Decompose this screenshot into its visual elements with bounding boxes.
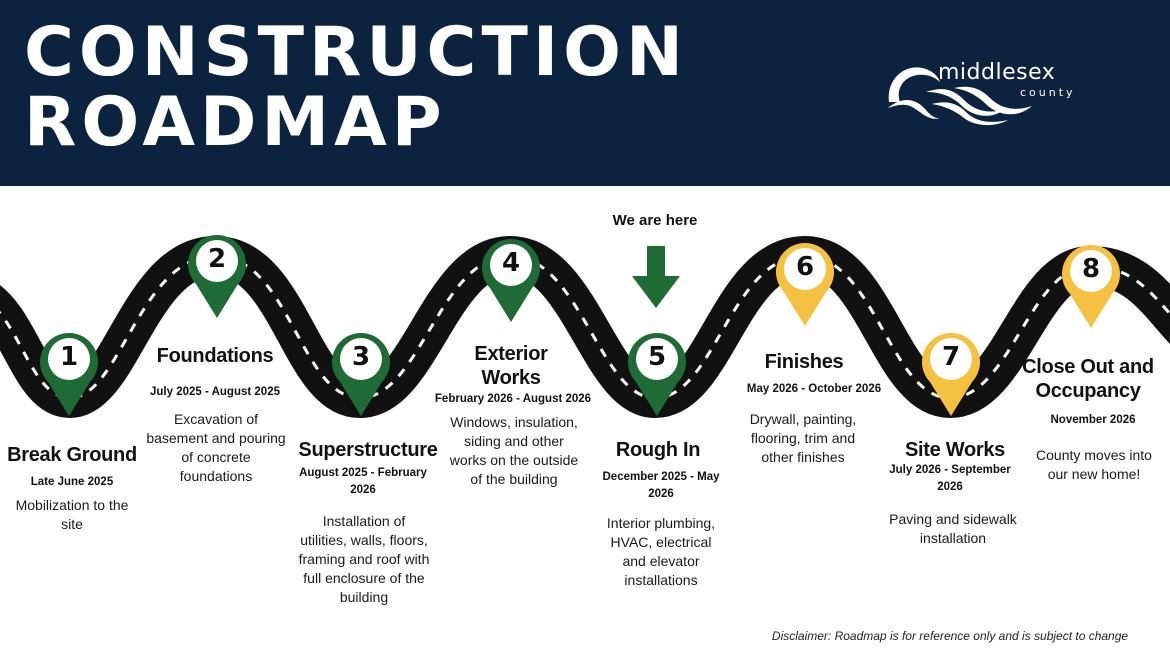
step-8-title: Close Out and Occupancy bbox=[1022, 356, 1154, 402]
step-6-title: Finishes bbox=[764, 351, 844, 373]
step-7-pin-icon: 7 bbox=[920, 330, 982, 416]
county-logo: middlesex county bbox=[884, 58, 1104, 128]
step-8-description: County moves into our new home! bbox=[1036, 447, 1152, 482]
logo-subtitle: county bbox=[1020, 86, 1076, 99]
step-2-description: Excavation of basement and pouring of co… bbox=[146, 411, 286, 484]
step-5-pin-icon: 5 bbox=[626, 330, 688, 416]
step-8-pin-icon: 8 bbox=[1060, 242, 1122, 328]
step-4-description: Windows, insulation, siding and other wo… bbox=[449, 414, 579, 487]
step-6-description: Drywall, painting, flooring, trim and ot… bbox=[749, 411, 857, 465]
step-5-title: Rough In bbox=[615, 439, 701, 461]
step-3-pin-icon: 3 bbox=[330, 330, 392, 416]
step-5-description: Interior plumbing, HVAC, electrical and … bbox=[606, 515, 716, 588]
step-number: 3 bbox=[351, 342, 371, 372]
step-7-title: Site Works bbox=[905, 439, 1005, 461]
step-4-pin-icon: 4 bbox=[480, 236, 542, 322]
roadmap-road bbox=[0, 235, 1170, 419]
step-4-date: February 2026 - August 2026 bbox=[434, 393, 592, 405]
step-2-date: July 2025 - August 2025 bbox=[150, 386, 280, 398]
logo-waves-icon bbox=[926, 86, 1032, 126]
step-number: 1 bbox=[59, 342, 79, 372]
step-2-title: Foundations bbox=[156, 345, 274, 367]
step-6-date: May 2026 - October 2026 bbox=[746, 383, 882, 395]
title-line-2: ROADMAP bbox=[24, 83, 447, 162]
step-1-title: Break Ground bbox=[7, 444, 137, 466]
step-1-date: Late June 2025 bbox=[30, 476, 114, 488]
step-7-description: Paving and sidewalk installation bbox=[889, 511, 1017, 546]
step-number: 7 bbox=[941, 342, 961, 372]
step-4-title: Exterior Works bbox=[474, 343, 548, 389]
step-number: 5 bbox=[647, 342, 667, 372]
page-title: CONSTRUCTION ROADMAP bbox=[24, 18, 688, 158]
step-3-date: August 2025 - February 2026 bbox=[299, 467, 427, 496]
step-3-title: Superstructure bbox=[298, 439, 438, 461]
road-center-line bbox=[0, 254, 1170, 400]
step-number: 4 bbox=[501, 248, 521, 278]
step-number: 6 bbox=[795, 252, 815, 282]
we-are-here-label: We are here bbox=[612, 212, 698, 229]
step-2-pin-icon: 2 bbox=[186, 232, 248, 318]
disclaimer: Disclaimer: Roadmap is for reference onl… bbox=[771, 629, 1129, 643]
step-1-pin-icon: 1 bbox=[38, 330, 100, 416]
step-7-date: July 2026 - September 2026 bbox=[889, 464, 1011, 493]
step-8-date: November 2026 bbox=[1050, 414, 1136, 426]
step-3-description: Installation of utilities, walls, floors… bbox=[298, 513, 430, 605]
county-logo-icon bbox=[888, 67, 940, 119]
header-banner: CONSTRUCTION ROADMAP middlesex county bbox=[0, 0, 1170, 186]
down-arrow-icon bbox=[632, 246, 680, 308]
title-line-1: CONSTRUCTION bbox=[24, 13, 688, 92]
step-number: 2 bbox=[207, 244, 227, 274]
step-5-date: December 2025 - May 2026 bbox=[602, 471, 720, 500]
step-number: 8 bbox=[1081, 254, 1101, 284]
road-asphalt bbox=[0, 235, 1170, 419]
step-6-pin-icon: 6 bbox=[774, 240, 836, 326]
step-1-description: Mobilization to the site bbox=[15, 497, 129, 532]
logo-name: middlesex bbox=[938, 60, 1056, 85]
